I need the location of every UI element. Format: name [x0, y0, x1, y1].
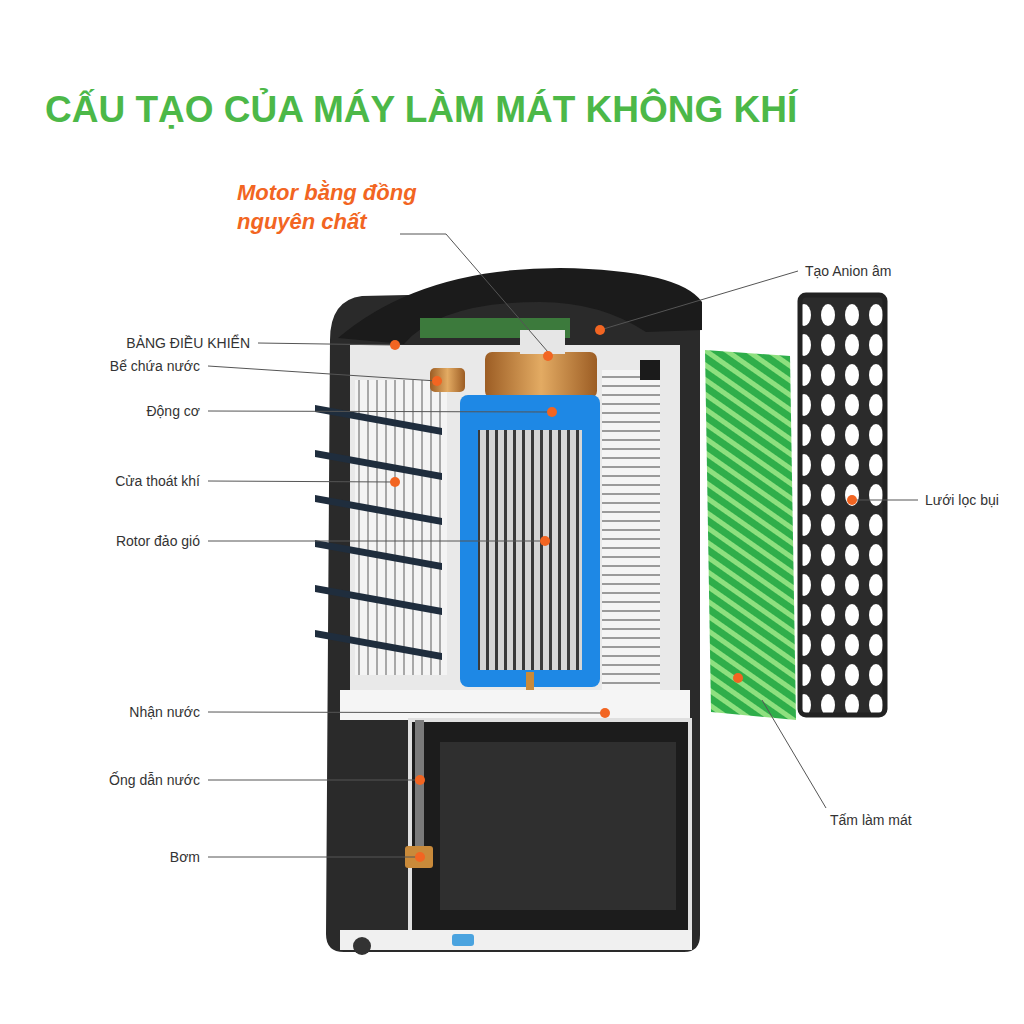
part-label: Cửa thoát khí — [115, 472, 200, 490]
diagram-title: CẤU TẠO CỦA MÁY LÀM MÁT KHÔNG KHÍ — [45, 88, 797, 132]
part-label: Nhận nước — [129, 703, 200, 721]
part-label: Lưới lọc bụi — [925, 491, 999, 509]
part-label: Bơm — [170, 848, 200, 866]
part-label: Động cơ — [146, 402, 200, 420]
part-label: Tấm làm mát — [830, 811, 912, 829]
part-label: Tạo Anion âm — [805, 262, 891, 280]
highlight-label: Motor bằng đồng nguyên chất — [237, 178, 452, 236]
part-label: Rotor đảo gió — [116, 532, 200, 550]
part-label: Ống dẫn nước — [109, 771, 200, 789]
part-label: BẢNG ĐIỀU KHIỂN — [126, 334, 250, 352]
part-label: Bể chứa nước — [110, 357, 200, 375]
